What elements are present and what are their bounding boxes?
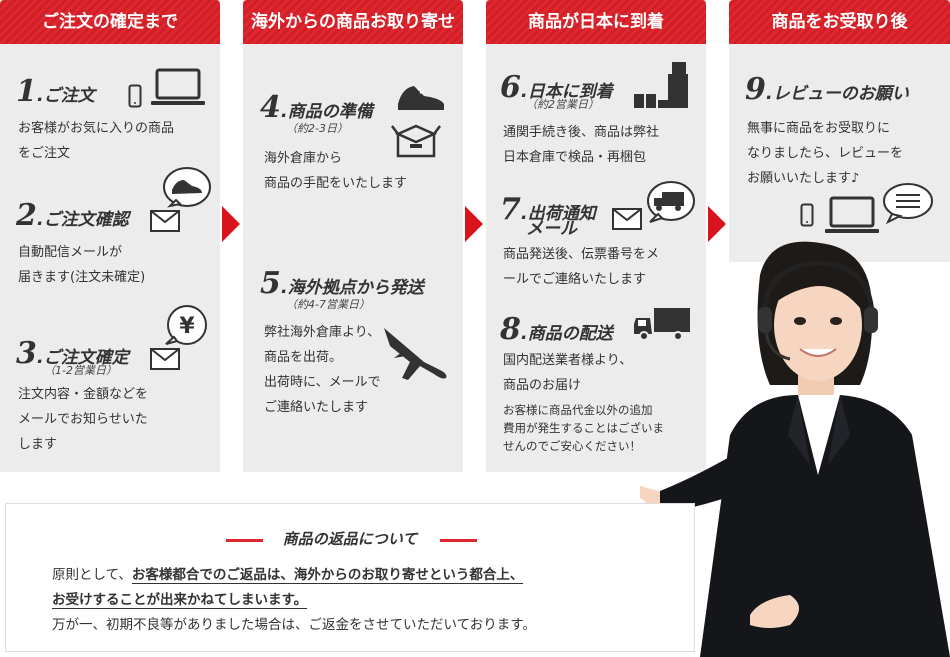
- flow-arrow: [222, 206, 240, 242]
- step-5: 5.海外拠点から発送: [260, 266, 424, 301]
- returns-line1-bold: お客様都合でのご返品は、海外からのお取り寄せという都合上、: [131, 567, 524, 584]
- step-text: 注文内容・金額などを メールでお知らせいた します: [18, 387, 149, 452]
- truck-icon: [632, 306, 692, 342]
- step-number: 4: [260, 90, 281, 125]
- step-title: ご注文: [43, 86, 95, 106]
- step-subtitle: （約4-7営業日）: [286, 298, 370, 311]
- step-text: 弊社海外倉庫より、 商品を出荷。 出荷時に、メールで ご連絡いたします: [264, 325, 381, 415]
- column-header: 海外からの商品お取り寄せ: [243, 0, 463, 44]
- mail-icon: [150, 348, 180, 370]
- step-title: レビューのお願い: [772, 84, 909, 104]
- title-decoration-line: [440, 539, 477, 542]
- step-title: 日本に到着: [527, 82, 613, 102]
- laptop-icon: [824, 196, 880, 236]
- mail-icon: [150, 210, 180, 232]
- step-number: 3: [16, 336, 37, 371]
- step-number: 9: [745, 72, 766, 107]
- step-number: 1: [16, 74, 37, 109]
- svg-text:¥: ¥: [179, 314, 195, 339]
- step-text: 商品発送後、伝票番号をメ ールでご連絡いたします: [503, 247, 660, 287]
- smartphone-icon: [128, 84, 142, 108]
- airplane-icon: [380, 322, 450, 386]
- laptop-icon: [150, 68, 206, 108]
- box-icon: [390, 118, 442, 162]
- step-title: ご注文確定: [43, 348, 129, 368]
- step-title: ご注文確認: [43, 210, 129, 230]
- step-number: 6: [500, 70, 521, 105]
- truck-bubble-icon: [644, 180, 696, 226]
- sneaker-bubble-icon: [162, 166, 212, 210]
- returns-policy-box: 商品の返品について 原則として、お客様都合でのご返品は、海外からのお取り寄せとい…: [5, 503, 695, 652]
- step-title: 商品の準備: [287, 102, 373, 122]
- step-text: 国内配送業者様より、 商品のお届け: [503, 353, 633, 393]
- smartphone-icon: [800, 203, 814, 227]
- step-title: 商品の配送: [527, 324, 613, 344]
- column-import: 海外からの商品お取り寄せ: [243, 0, 463, 472]
- step-9: 9.レビューのお願い: [745, 72, 909, 107]
- flow-arrow: [708, 206, 726, 242]
- step-number: 7: [500, 192, 521, 227]
- step-4: 4.商品の準備: [260, 90, 373, 125]
- step-note: お客様に商品代金以外の追加 費用が発生することはございま せんのでご安心ください…: [503, 403, 664, 453]
- step-8: 8.商品の配送: [500, 312, 613, 347]
- step-subtitle: （1-2営業日）: [44, 364, 117, 377]
- sneaker-icon: [396, 82, 446, 114]
- returns-line3: 万が一、初期不良等がありました場合は、ご返金をさせていただいております。: [52, 617, 536, 633]
- step-number: 5: [260, 266, 281, 301]
- step-title: 海外拠点から発送: [287, 278, 424, 298]
- step-2: 2.ご注文確認: [16, 198, 129, 233]
- title-decoration-line: [226, 539, 263, 542]
- returns-line2-bold: お受けすることが出来かねてしまいます。: [52, 592, 308, 609]
- step-7: 7.出荷通知: [500, 192, 596, 227]
- step-text: 無事に商品をお受取りに なりましたら、レビューを お願いいたします♪: [747, 121, 904, 186]
- step-text: お客様がお気に入りの商品 をご注文: [18, 121, 175, 161]
- mail-icon: [612, 208, 642, 230]
- column-header: 商品をお受取り後: [729, 0, 950, 44]
- step-text: 海外倉庫から 商品の手配をいたします: [264, 151, 408, 191]
- step-subtitle: （約2営業日）: [526, 98, 599, 111]
- step-1: 1.ご注文: [16, 74, 95, 109]
- step-title-line2: メール: [526, 219, 577, 239]
- returns-line1-pre: 原則として、: [52, 567, 132, 583]
- returns-title: 商品の返品について: [282, 530, 418, 548]
- chat-bubble-icon: [882, 182, 934, 224]
- step-6: 6.日本に到着: [500, 70, 613, 105]
- column-after-receipt: 商品をお受取り後: [729, 0, 950, 262]
- yen-bubble-icon: ¥: [160, 304, 210, 350]
- step-number: 2: [16, 198, 37, 233]
- column-header: 商品が日本に到着: [486, 0, 706, 44]
- step-text: 自動配信メールが 届きます(注文未確定): [18, 245, 146, 285]
- step-subtitle: （約2-3日）: [286, 122, 348, 135]
- column-order: ご注文の確定まで: [0, 0, 220, 472]
- step-number: 8: [500, 312, 521, 347]
- step-title: 出荷通知: [527, 204, 596, 224]
- warehouse-icon: [632, 56, 692, 110]
- flow-arrow: [465, 206, 483, 242]
- returns-text: 原則として、お客様都合でのご返品は、海外からのお取り寄せという都合上、 お受けす…: [52, 563, 536, 638]
- column-header: ご注文の確定まで: [0, 0, 220, 44]
- step-text: 通関手続き後、商品は弊社 日本倉庫で検品・再梱包: [503, 125, 660, 165]
- support-agent-image: [629, 235, 950, 657]
- step-3: 3.ご注文確定: [16, 336, 129, 371]
